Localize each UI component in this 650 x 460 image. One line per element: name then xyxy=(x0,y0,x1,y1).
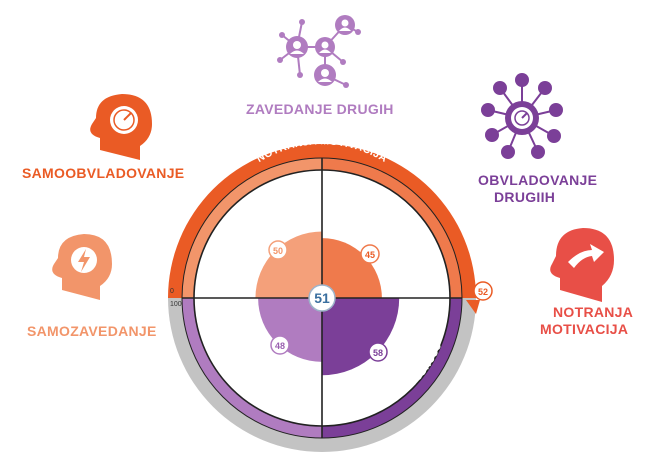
wedge-samoobvladovanje xyxy=(322,238,382,298)
band-samozavedanje xyxy=(182,158,322,298)
svg-text:58: 58 xyxy=(373,348,383,358)
badge-samozavedanje: 50 xyxy=(268,240,288,260)
head-gauge-icon xyxy=(90,94,152,160)
badge-samoobvladovanje: 45 xyxy=(360,244,380,264)
badge-obvladovanje-odnosov: 58 xyxy=(368,342,388,362)
label-obvladovanje-line1: OBVLADOVANJE xyxy=(478,172,598,188)
svg-text:48: 48 xyxy=(275,341,285,351)
band-samoobvladovanje xyxy=(322,158,462,298)
label-notranja-line2: MOTIVACIJA xyxy=(540,321,629,337)
band-zavedanje-drugih xyxy=(182,298,322,438)
band-obvladovanje-odnosov xyxy=(322,298,462,438)
label-zavedanje-drugih: ZAVEDANJE DRUGIH xyxy=(246,101,394,117)
wedge-samozavedanje xyxy=(255,231,322,298)
scale-max-label: 100 xyxy=(170,301,182,308)
label-notranja-line1: NOTRANJA xyxy=(553,304,634,320)
head-arrow-up-icon xyxy=(550,228,614,302)
badge-center-score: 51 xyxy=(308,284,336,312)
wedge-zavedanje-drugih xyxy=(258,298,322,362)
svg-text:52: 52 xyxy=(478,287,488,297)
wedge-obvladovanje-odnosov xyxy=(322,298,400,376)
head-lightning-icon xyxy=(52,234,112,300)
label-samozavedanje: SAMOZAVEDANJE xyxy=(27,323,157,339)
svg-text:45: 45 xyxy=(365,250,375,260)
badge-zavedanje-drugih: 48 xyxy=(270,335,290,355)
network-heads-icon xyxy=(277,15,361,88)
scale-min-label: 0 xyxy=(170,288,174,295)
svg-text:51: 51 xyxy=(314,290,330,306)
gear-heads-network-icon xyxy=(481,73,563,159)
badge-outer-motivation: 52 xyxy=(473,281,493,301)
label-samoobvladovanje: SAMOOBVLADOVANJE xyxy=(22,165,185,181)
outer-ring-pointer xyxy=(466,300,480,314)
label-obvladovanje-line2: DRUGIIH xyxy=(494,189,556,205)
svg-text:50: 50 xyxy=(273,246,283,256)
